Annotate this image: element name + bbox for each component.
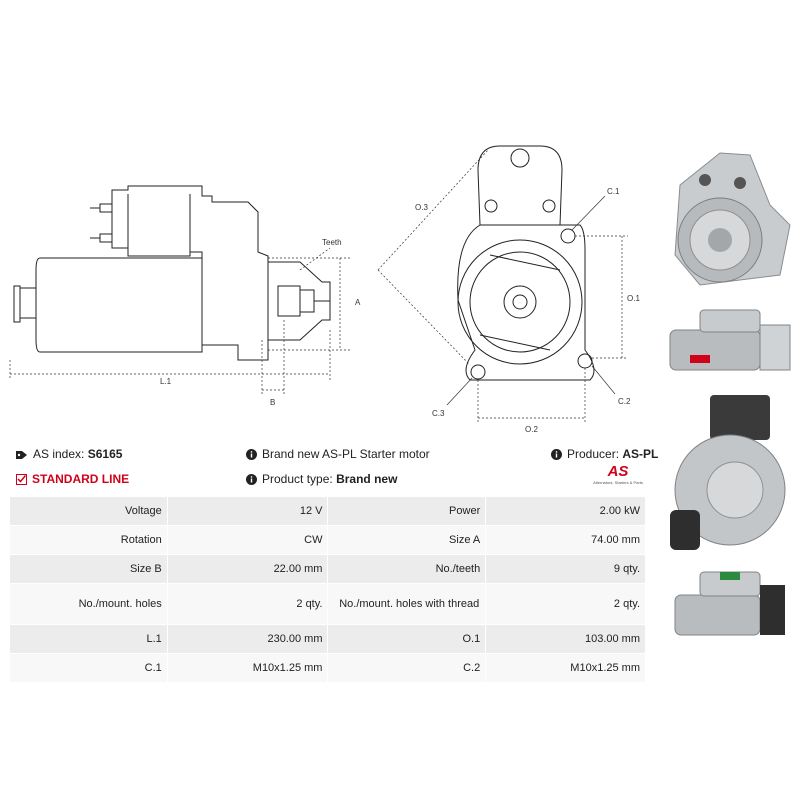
spec-label: L.1: [9, 624, 168, 654]
spec-label: Size B: [9, 554, 168, 584]
spec-value: 230.00 mm: [166, 624, 329, 654]
spec-label: Size A: [327, 525, 487, 555]
as-index-label: AS index:: [33, 447, 85, 461]
spec-label: No./mount. holes with thread: [327, 583, 487, 625]
logo-text: AS: [607, 463, 629, 480]
front-view-drawing: O.3 C.1 O.1 C.3 C.2 O.2: [377, 145, 640, 434]
spec-label: No./mount. holes: [9, 583, 168, 625]
info-icon: [246, 474, 257, 486]
spec-label: Rotation: [9, 525, 168, 555]
product-line: STANDARD LINE: [16, 472, 129, 486]
spec-label: C.2: [327, 653, 487, 683]
dimension-a-label: A: [355, 298, 361, 307]
dimension-o3-label: O.3: [415, 203, 428, 212]
checkbox-icon: [16, 474, 27, 486]
product-type: Product type: Brand new: [246, 472, 397, 486]
spec-value: CW: [166, 525, 329, 555]
product-photo-rear: [670, 395, 786, 550]
description-text: Brand new AS-PL Starter motor: [262, 447, 430, 461]
spec-label: C.1: [9, 653, 168, 683]
spec-value: M10x1.25 mm: [485, 653, 646, 683]
spec-value: 9 qty.: [485, 554, 646, 584]
spec-value: 2 qty.: [485, 583, 646, 625]
spec-value: 22.00 mm: [166, 554, 329, 584]
line-label: STANDARD LINE: [32, 472, 130, 486]
producer-value: AS-PL: [622, 447, 659, 461]
product-description: Brand new AS-PL Starter motor: [246, 447, 430, 461]
spec-value: 2 qty.: [166, 583, 329, 625]
info-icon: [551, 449, 562, 461]
as-pl-logo: AS Alternators, Starters & Parts: [588, 463, 648, 486]
product-photo-front: [660, 145, 800, 295]
product-type-label: Product type:: [262, 472, 333, 486]
dimension-o1-label: O.1: [627, 294, 640, 303]
as-index-value: S6165: [87, 447, 123, 461]
dimension-b-label: B: [270, 398, 275, 407]
product-photo-side: [669, 309, 791, 371]
tag-icon: [16, 450, 27, 459]
side-view-drawing: Teeth A B L.1: [9, 185, 361, 407]
dimension-c3-label: C.3: [432, 409, 445, 418]
teeth-label: Teeth: [322, 238, 342, 247]
spec-label: Voltage: [9, 496, 168, 526]
dimension-c2-label: C.2: [618, 397, 631, 406]
product-photo-top: [674, 571, 785, 636]
spec-value: 74.00 mm: [485, 525, 646, 555]
product-type-value: Brand new: [336, 472, 398, 486]
as-index: AS index: S6165: [16, 447, 122, 461]
producer: Producer: AS-PL: [551, 447, 658, 461]
spec-label: O.1: [327, 624, 487, 654]
spec-label: Power: [327, 496, 487, 526]
spec-value: 12 V: [166, 496, 329, 526]
spec-value: 2.00 kW: [485, 496, 646, 526]
dimension-o2-label: O.2: [525, 425, 538, 434]
dimension-l1-label: L.1: [160, 377, 172, 386]
spec-value: 103.00 mm: [485, 624, 646, 654]
spec-value: M10x1.25 mm: [166, 653, 329, 683]
spec-label: No./teeth: [327, 554, 487, 584]
logo-tagline: Alternators, Starters & Parts: [593, 480, 643, 485]
info-icon: [246, 449, 257, 461]
producer-label: Producer:: [567, 447, 620, 461]
dimension-c1-label: C.1: [607, 187, 620, 196]
